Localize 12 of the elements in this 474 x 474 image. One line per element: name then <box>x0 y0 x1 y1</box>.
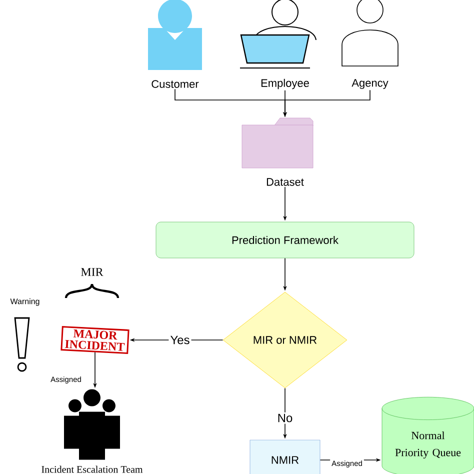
label: MIR <box>81 268 104 276</box>
person-label: Customer <box>152 80 199 88</box>
folder-label: Dataset <box>266 178 304 186</box>
team-label: Incident Escalation Team <box>42 466 143 473</box>
edge-label: No <box>276 412 294 424</box>
queue-cylinder: Normal Priority Queue <box>382 396 474 474</box>
label: Warning <box>10 298 40 306</box>
person-label: Agency <box>352 79 388 89</box>
process-box: Prediction Framework <box>156 222 414 258</box>
person-label: Employee <box>261 78 309 90</box>
edge-label: Yes <box>168 334 192 346</box>
process-box: NMIR <box>250 440 320 474</box>
